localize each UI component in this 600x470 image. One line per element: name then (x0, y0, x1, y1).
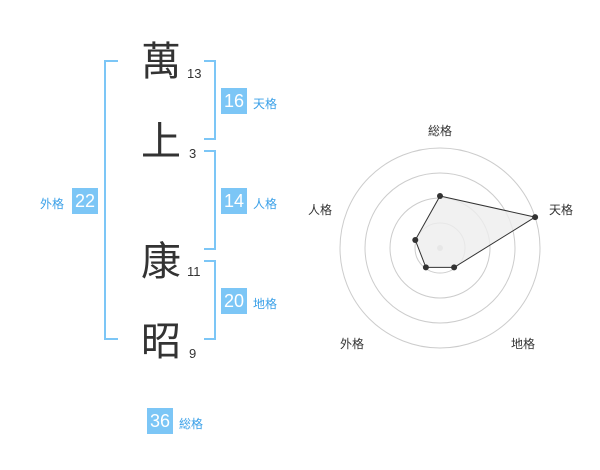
tenkaku-value: 16 (221, 88, 247, 114)
radar-axis-label-0: 総格 (428, 124, 453, 138)
radar-axis-label-1: 天格 (549, 203, 574, 217)
radar-series-polygon (414, 195, 537, 268)
radar-axis-label-3: 外格 (340, 337, 365, 351)
radar-point-3 (422, 264, 429, 271)
gaikaku-value: 22 (72, 188, 98, 214)
name-char-4: 昭 (141, 319, 181, 365)
radar-axis-label-4: 人格 (308, 203, 333, 217)
stroke-count-4: 9 (189, 346, 197, 361)
stroke-count-1: 13 (187, 66, 202, 81)
name-char-2: 上 (141, 119, 181, 165)
radar-point-0 (437, 193, 443, 199)
radar-point-2 (451, 264, 458, 271)
soukaku-label: 総格 (179, 417, 204, 431)
gaikaku-label: 外格 (40, 197, 65, 211)
radar-point-4 (412, 236, 419, 243)
chikaku-bracket (204, 260, 216, 340)
radar-grid-ring-4 (339, 147, 541, 349)
stroke-count-2: 3 (189, 146, 197, 161)
gaikaku-bracket (104, 60, 118, 340)
jinkaku-value: 14 (221, 188, 247, 214)
jinkaku-label: 人格 (253, 197, 278, 211)
tenkaku-label: 天格 (253, 97, 278, 111)
soukaku-value: 36 (147, 408, 173, 434)
stroke-count-3: 11 (187, 264, 201, 279)
name-char-3: 康 (141, 239, 181, 285)
tenkaku-bracket (204, 60, 216, 140)
jinkaku-bracket (204, 150, 216, 250)
name-char-1: 萬 (141, 39, 181, 85)
radar-point-1 (532, 214, 539, 221)
chikaku-value: 20 (221, 288, 247, 314)
chikaku-label: 地格 (253, 297, 278, 311)
radar-grid-ring-3 (364, 172, 516, 324)
radar-axis-label-2: 地格 (511, 337, 536, 351)
